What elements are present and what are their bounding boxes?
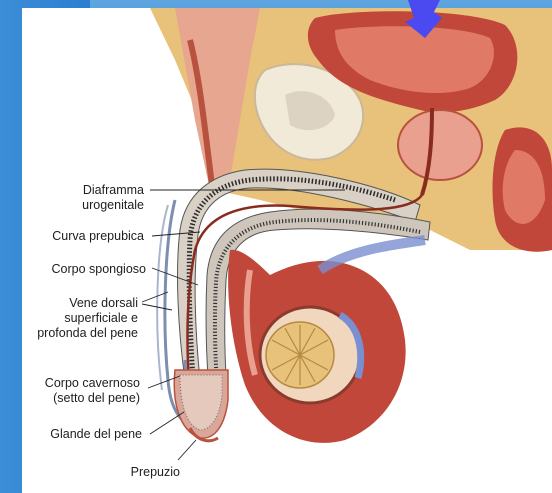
label-vene-line1: Vene dorsali — [69, 296, 138, 311]
label-cavernoso-line1: Corpo cavernoso — [45, 376, 140, 391]
leader-glande — [150, 412, 184, 434]
label-vene-line3: profonda del pene — [37, 326, 138, 341]
label-curva-prepubica: Curva prepubica — [52, 229, 144, 244]
label-corpo-spongioso: Corpo spongioso — [51, 262, 146, 277]
prostate — [398, 110, 482, 180]
label-cavernoso-line2: (setto del pene) — [53, 391, 140, 406]
leader-prepuzio — [178, 440, 196, 460]
label-diaframma-line2: urogenitale — [82, 198, 144, 213]
label-diaframma-line1: Diaframma — [83, 183, 144, 198]
label-glande: Glande del pene — [50, 427, 142, 442]
label-prepuzio: Prepuzio — [131, 465, 180, 480]
label-vene-line2: superficiale e — [64, 311, 138, 326]
spermatic-cord — [320, 240, 425, 270]
